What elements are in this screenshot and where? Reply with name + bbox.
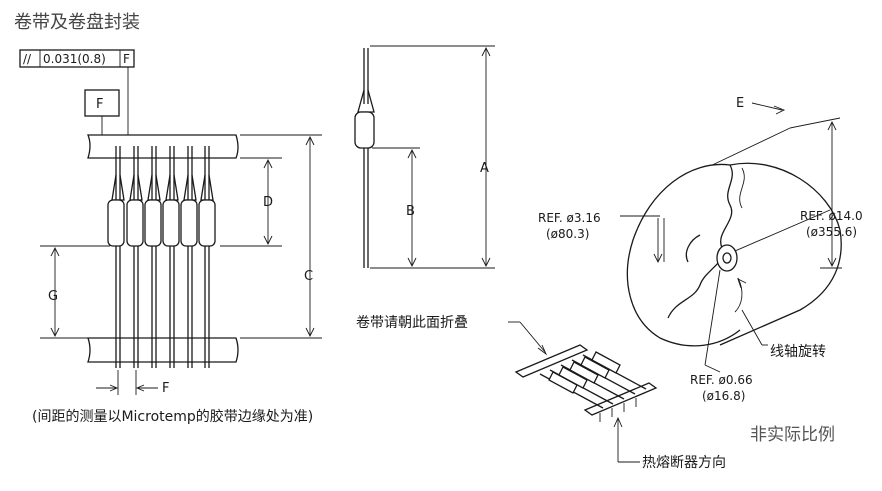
dim-f: F <box>96 370 169 396</box>
ref-core-line2: (ø80.3) <box>546 227 589 241</box>
svg-text:F: F <box>162 381 169 396</box>
component-6 <box>198 146 216 368</box>
svg-text:A: A <box>480 161 489 176</box>
svg-text:F: F <box>96 97 103 112</box>
tape-strip <box>514 344 658 422</box>
dim-g: G <box>48 246 60 338</box>
svg-text:C: C <box>304 269 313 284</box>
tolerance-frame: // 0.031(0.8) F <box>19 49 135 68</box>
dim-d: D <box>263 158 273 246</box>
ref-core-line1: REF. ø3.16 <box>538 211 601 225</box>
not-to-scale-note: 非实际比例 <box>750 425 835 445</box>
dim-c: C <box>304 135 315 338</box>
svg-text:G: G <box>48 289 58 304</box>
component-1 <box>107 146 125 368</box>
svg-text:D: D <box>263 195 273 210</box>
component-4 <box>162 146 180 368</box>
parallel-symbol: // <box>23 52 32 66</box>
svg-text:E: E <box>736 96 744 111</box>
single-component <box>354 48 375 268</box>
spacing-caption: (间距的测量以Microtemp的胶带边缘处为准) <box>32 409 314 425</box>
direction-label: 热熔断器方向 <box>642 455 726 471</box>
page-title: 卷带及卷盘封装 <box>14 12 140 33</box>
tolerance-datum: F <box>123 52 130 66</box>
datum-box: F <box>84 89 120 117</box>
strip-component-5 <box>582 351 647 390</box>
ref-reel-line1: REF. ø14.0 <box>800 209 863 223</box>
dim-core-diameter: REF. ø3.16 (ø80.3) <box>538 211 665 264</box>
dim-a: A <box>480 46 491 268</box>
fold-label: 卷带请朝此面折叠 <box>356 315 468 331</box>
component-5 <box>180 146 198 368</box>
bottom-tape <box>87 337 239 363</box>
component-3 <box>144 146 162 368</box>
ref-hub-line2: (ø16.8) <box>702 389 745 403</box>
spool-label: 线轴旋转 <box>770 344 826 360</box>
ref-hub-line1: REF. ø0.66 <box>690 373 753 387</box>
tape-components <box>107 146 216 368</box>
svg-text:B: B <box>406 204 415 219</box>
dim-hub-diameter: REF. ø0.66 (ø16.8) <box>690 269 753 403</box>
strip-component-3 <box>560 361 625 400</box>
strip-component-4 <box>571 356 636 395</box>
dim-reel-diameter: REF. ø14.0 (ø355.6) <box>800 120 863 268</box>
component-2 <box>126 146 144 368</box>
ref-reel-line2: (ø355.6) <box>806 225 857 239</box>
dim-b: B <box>406 148 417 268</box>
reel <box>626 127 842 347</box>
top-tape <box>87 134 239 159</box>
strip-component-2 <box>549 366 614 405</box>
dim-e: E <box>736 96 786 115</box>
tolerance-value: 0.031(0.8) <box>43 52 106 66</box>
